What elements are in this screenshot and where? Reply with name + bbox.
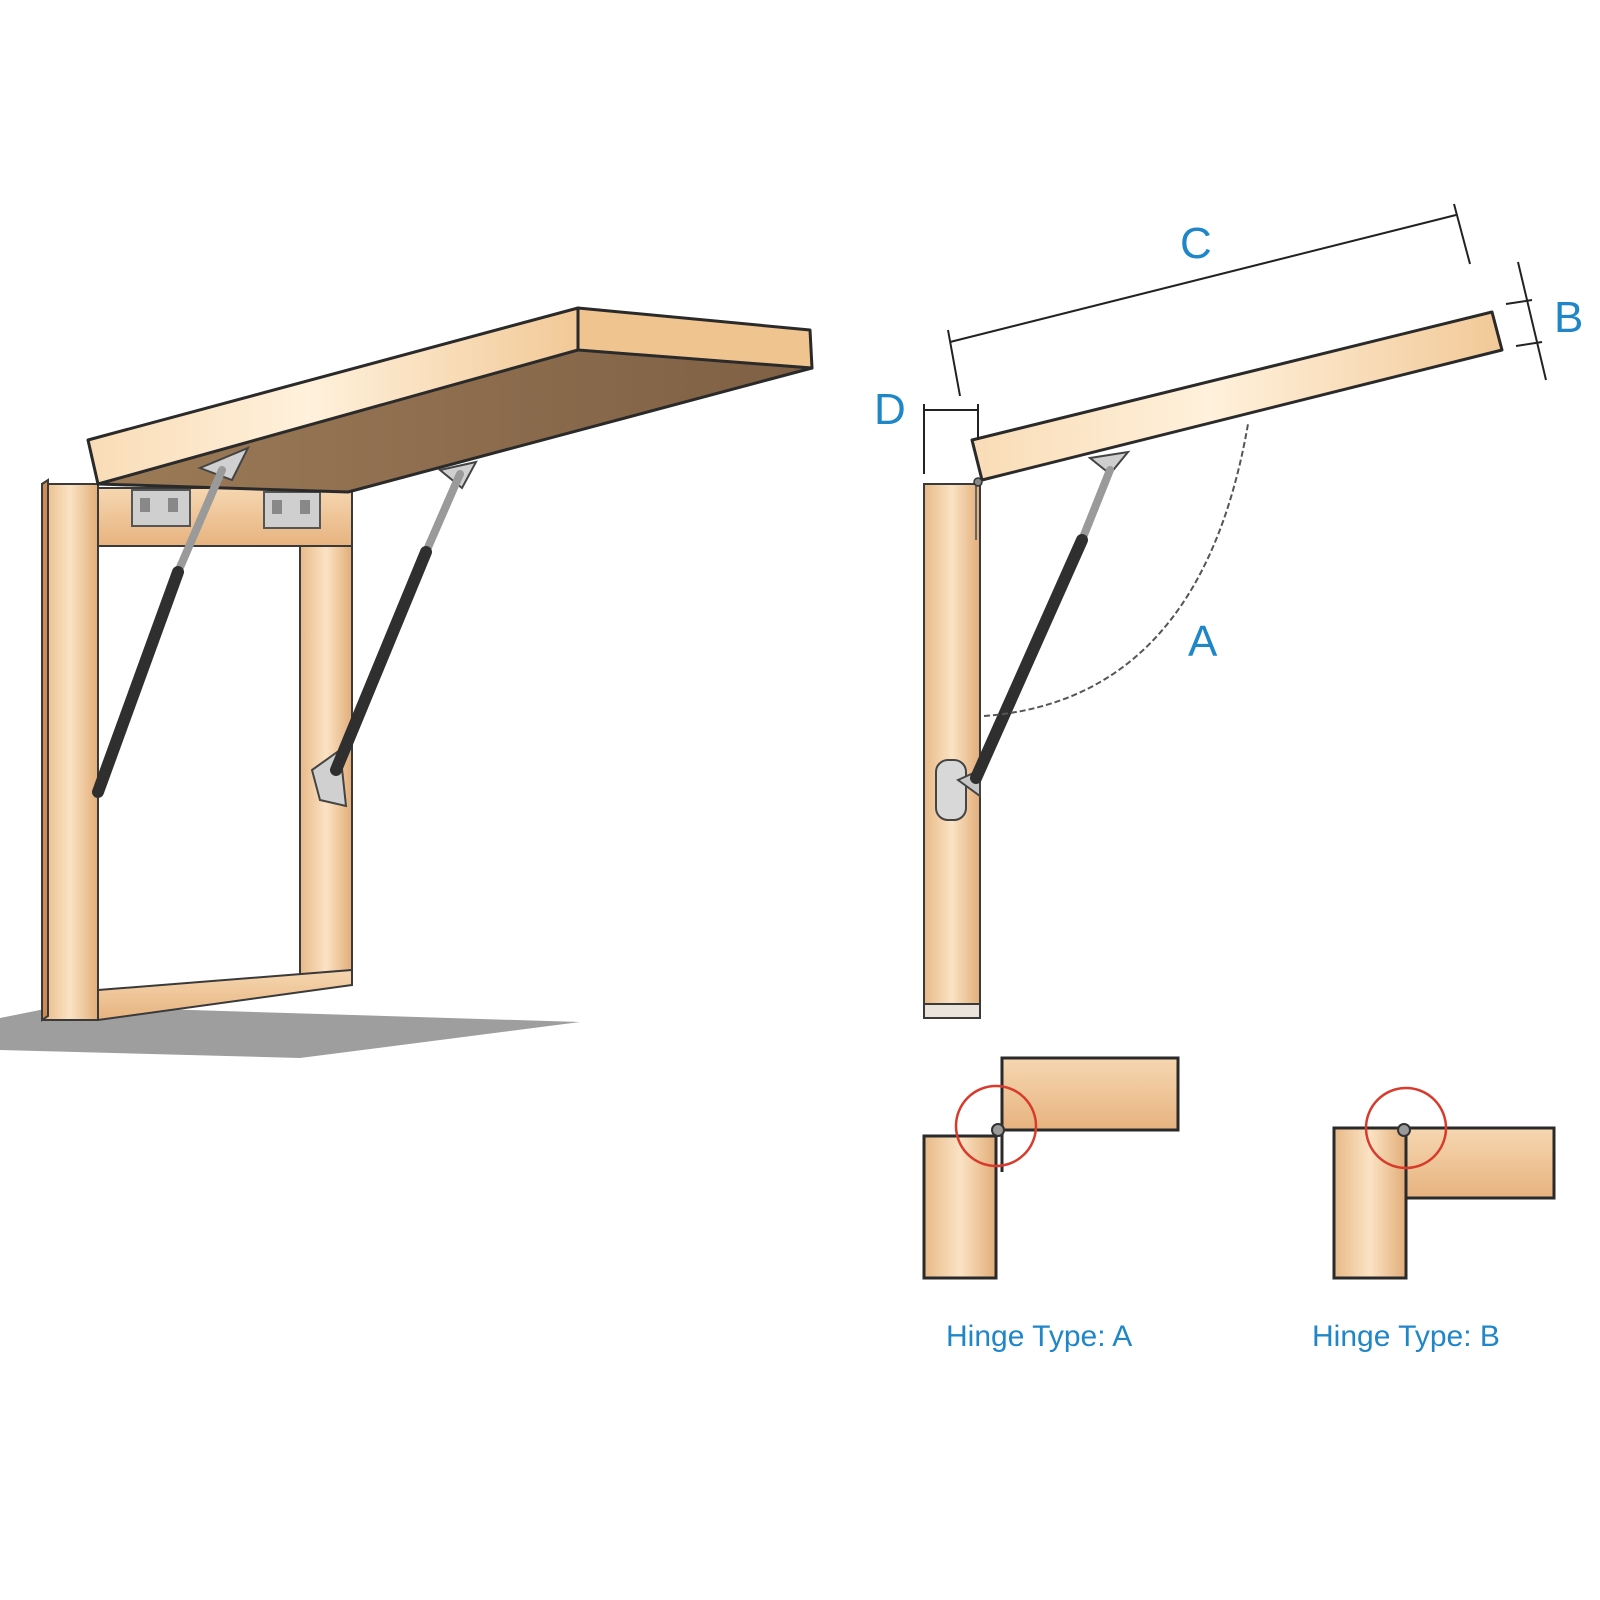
frame-left-side: [41, 483, 99, 1021]
side-upper-bracket: [1087, 450, 1131, 476]
strut-right-rod: [422, 470, 464, 556]
dimension-b: [1505, 261, 1547, 381]
strut-left-rod: [174, 466, 226, 576]
side-lower-bracket: [935, 759, 981, 821]
hinge-detail-a: [922, 1056, 1180, 1280]
hinge-b-highlight: [1364, 1086, 1448, 1170]
lid-panel: [86, 306, 814, 494]
hinge-a-highlight: [954, 1084, 1038, 1168]
angle-arc: [983, 423, 1249, 717]
caption-hinge-b: Hinge Type: B: [1312, 1320, 1500, 1353]
hinge-b-lid: [1404, 1126, 1556, 1200]
hinge-a-post: [922, 1134, 998, 1280]
caption-hinge-a: Hinge Type: A: [946, 1320, 1132, 1353]
hinge-a-lid: [1000, 1056, 1180, 1132]
hinge-plates: [131, 489, 321, 529]
perspective-view: [0, 306, 814, 1058]
hinge-a-pivot: [991, 1123, 1005, 1137]
side-lid: [970, 310, 1504, 482]
frame-left-edge: [41, 478, 49, 1022]
lid-end-edge: [576, 306, 814, 370]
hinge-b-pivot: [1397, 1123, 1411, 1137]
strut-right-body: [330, 546, 432, 776]
dimension-c: [947, 203, 1471, 397]
hinge-detail-b: [1332, 1086, 1556, 1280]
hinge-b-post: [1332, 1126, 1408, 1280]
label-a: A: [1188, 617, 1218, 666]
gas-struts: [92, 466, 464, 798]
dimension-d: [923, 404, 979, 474]
label-c: C: [1180, 219, 1212, 268]
strut-left-body: [92, 566, 184, 798]
side-strut: [970, 466, 1114, 784]
label-b: B: [1554, 293, 1583, 342]
cabinet-frame: [41, 478, 353, 1022]
frame-bottom-rail: [97, 968, 353, 1022]
label-d: D: [874, 385, 906, 434]
floor-shadow: [0, 1006, 580, 1058]
side-elevation: C B D A: [874, 203, 1583, 1019]
side-post: [923, 483, 981, 1019]
side-hinge-pivot: [973, 477, 983, 487]
